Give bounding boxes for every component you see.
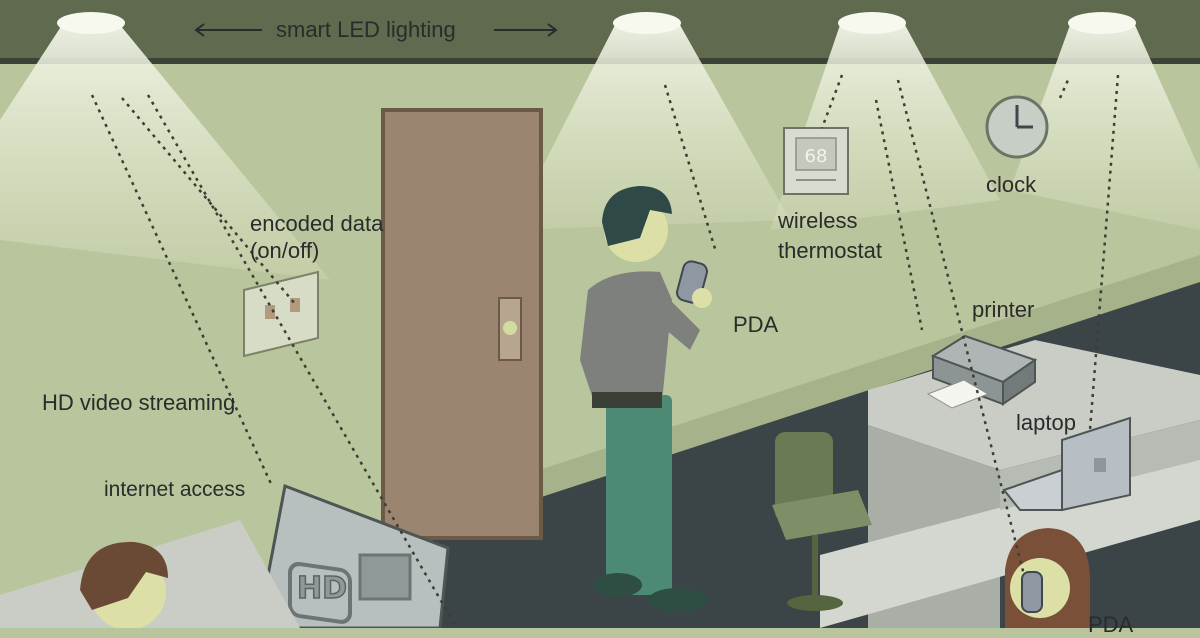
seated-person-left: [0, 520, 300, 628]
clock: [985, 95, 1049, 159]
thermostat-label: thermostat: [778, 238, 882, 263]
signal-paths: [90, 74, 1120, 626]
laptop: [1002, 416, 1131, 512]
baseboard: [385, 255, 1200, 548]
signal-path-switch: [121, 97, 297, 306]
thermostat-screen: [795, 137, 837, 171]
light-switch-panel: [243, 270, 319, 358]
person-belt: [592, 392, 662, 408]
signal-path-laptop: [1088, 74, 1120, 431]
person-hair: [602, 186, 672, 246]
pda-device-seated: [1021, 571, 1043, 613]
led-light-2: [613, 12, 681, 34]
header-arrows: [194, 23, 558, 37]
standing-person: [580, 186, 712, 612]
signal-path-seated-pda: [896, 79, 1026, 576]
encoded-data-label: encoded data: [250, 211, 384, 236]
printer: [926, 334, 1038, 409]
light-beam-4: [1010, 25, 1200, 230]
door-knob: [503, 321, 517, 335]
smart-led-lighting-title: smart LED lighting: [276, 17, 456, 42]
thermostat: 68: [783, 127, 849, 195]
light-beams: [0, 25, 1200, 280]
person-hand: [692, 288, 712, 308]
person-arm: [652, 290, 700, 350]
signal-path-thermostat: [820, 74, 844, 129]
laptop-base: [1002, 468, 1063, 511]
person-shoe-left: [594, 573, 642, 597]
pda-label-standing: PDA: [733, 312, 779, 337]
switch-plate: [243, 270, 319, 358]
led-light-4: [1068, 12, 1136, 34]
light-beam-1: [0, 25, 330, 280]
arrow-left-head: [194, 23, 205, 37]
ceiling: [0, 0, 1200, 58]
person-shoe-right: [648, 588, 708, 612]
pda-label-seated: PDA: [1088, 612, 1134, 637]
led-light-3: [838, 12, 906, 34]
door: [381, 108, 543, 540]
left-person-hair: [80, 541, 168, 610]
printer-paper: [926, 379, 990, 409]
thermostat-readout: 68: [805, 146, 828, 167]
person-pants: [606, 395, 672, 595]
internet-access-label: internet access: [104, 478, 246, 501]
led-light-1: [57, 12, 125, 34]
arrow-right-head: [547, 23, 558, 37]
hd-video-streaming-label: HD video streaming: [42, 390, 236, 415]
encoded-data-onoff-label: (on/off): [250, 238, 320, 263]
hd-logo-text: HD: [297, 571, 347, 606]
seated-person-right: [1005, 528, 1090, 628]
printer-side: [1002, 358, 1036, 406]
switch-2: [290, 298, 300, 312]
laptop-label: laptop: [1016, 410, 1076, 435]
chair: [772, 432, 872, 611]
ceiling-lights: [57, 12, 1136, 34]
monitor-video-window: [358, 553, 412, 601]
signal-path-clock: [1058, 79, 1070, 99]
laptop-logo: [1094, 458, 1106, 472]
printer-label: printer: [972, 297, 1035, 322]
chair-base: [787, 595, 843, 611]
signal-path-internet: [146, 94, 457, 626]
person-sweater: [580, 271, 672, 402]
switch-1: [265, 305, 275, 319]
light-beam-2: [510, 25, 790, 230]
chair-seat: [772, 490, 872, 540]
clock-label: clock: [986, 172, 1037, 197]
signal-path-pda: [663, 84, 718, 253]
wireless-label: wireless: [778, 208, 858, 233]
hd-logo-frame: [288, 562, 352, 624]
